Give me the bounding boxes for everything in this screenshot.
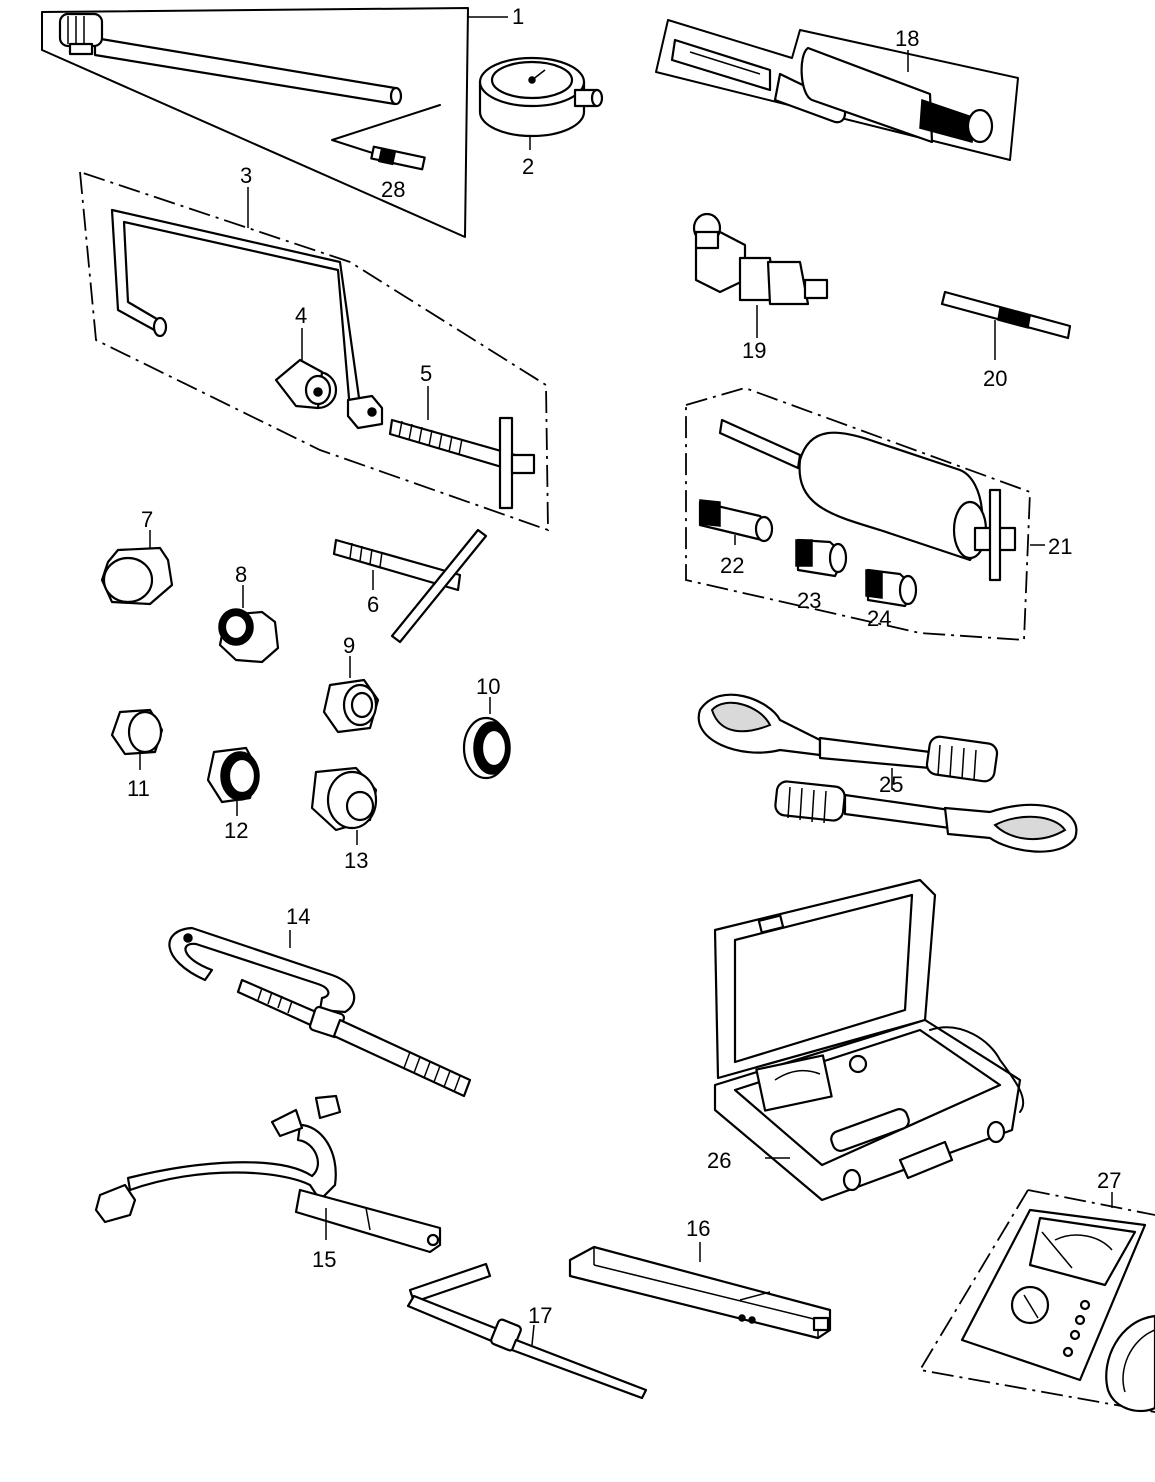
label-23: 23 bbox=[797, 588, 821, 613]
label-20: 20 bbox=[983, 366, 1007, 391]
label-8: 8 bbox=[235, 562, 247, 587]
shaft-20 bbox=[940, 290, 1072, 360]
label-24: 24 bbox=[867, 606, 891, 631]
c-clamp-14 bbox=[168, 926, 472, 1098]
puller-15 bbox=[94, 1094, 442, 1254]
fitting-19 bbox=[692, 212, 829, 338]
label-28: 28 bbox=[381, 177, 405, 202]
thread-5 bbox=[398, 420, 463, 456]
tool-group-18 bbox=[655, 19, 1019, 161]
label-15: 15 bbox=[312, 1247, 336, 1272]
bar-16 bbox=[568, 1242, 832, 1340]
thread-14 bbox=[257, 987, 461, 1093]
label-27: 27 bbox=[1097, 1168, 1121, 1193]
strap-wrench-25 bbox=[697, 693, 1078, 853]
tool-group-1 bbox=[41, 7, 508, 238]
adapter-9 bbox=[322, 656, 380, 734]
label-5: 5 bbox=[420, 361, 432, 386]
adapter-7 bbox=[100, 530, 174, 606]
thread-6 bbox=[349, 542, 383, 568]
label-22: 22 bbox=[720, 553, 744, 578]
label-21: 21 bbox=[1048, 534, 1072, 559]
label-18: 18 bbox=[895, 26, 919, 51]
label-14: 14 bbox=[286, 904, 310, 929]
label-2: 2 bbox=[522, 154, 534, 179]
adapter-10 bbox=[462, 697, 511, 780]
label-11: 11 bbox=[127, 776, 150, 801]
adapter-12 bbox=[206, 746, 260, 816]
label-12: 12 bbox=[224, 818, 248, 843]
t-handle-6 bbox=[332, 528, 488, 644]
dial-gauge-2 bbox=[478, 56, 604, 150]
label-25: 25 bbox=[879, 772, 903, 797]
label-7: 7 bbox=[141, 507, 153, 532]
label-17: 17 bbox=[528, 1303, 552, 1328]
adapter-11 bbox=[110, 708, 164, 770]
tool-group-21-24 bbox=[685, 387, 1045, 641]
tester-case-26 bbox=[713, 878, 1025, 1202]
label-9: 9 bbox=[343, 633, 355, 658]
label-10: 10 bbox=[476, 674, 500, 699]
label-16: 16 bbox=[686, 1216, 710, 1241]
label-26: 26 bbox=[707, 1148, 731, 1173]
label-4: 4 bbox=[295, 303, 307, 328]
label-13: 13 bbox=[344, 848, 368, 873]
tool-group-3-5 bbox=[79, 171, 549, 532]
part-labels: 1 2 28 3 4 5 6 7 8 9 10 11 12 13 14 15 1… bbox=[127, 4, 1121, 1328]
label-3: 3 bbox=[240, 163, 252, 188]
adapter-13 bbox=[310, 766, 378, 845]
adapter-8 bbox=[218, 585, 280, 664]
label-19: 19 bbox=[742, 338, 766, 363]
multimeter-27 bbox=[918, 1189, 1155, 1413]
label-1: 1 bbox=[512, 4, 524, 29]
label-6: 6 bbox=[367, 592, 379, 617]
driver-17 bbox=[406, 1262, 648, 1400]
